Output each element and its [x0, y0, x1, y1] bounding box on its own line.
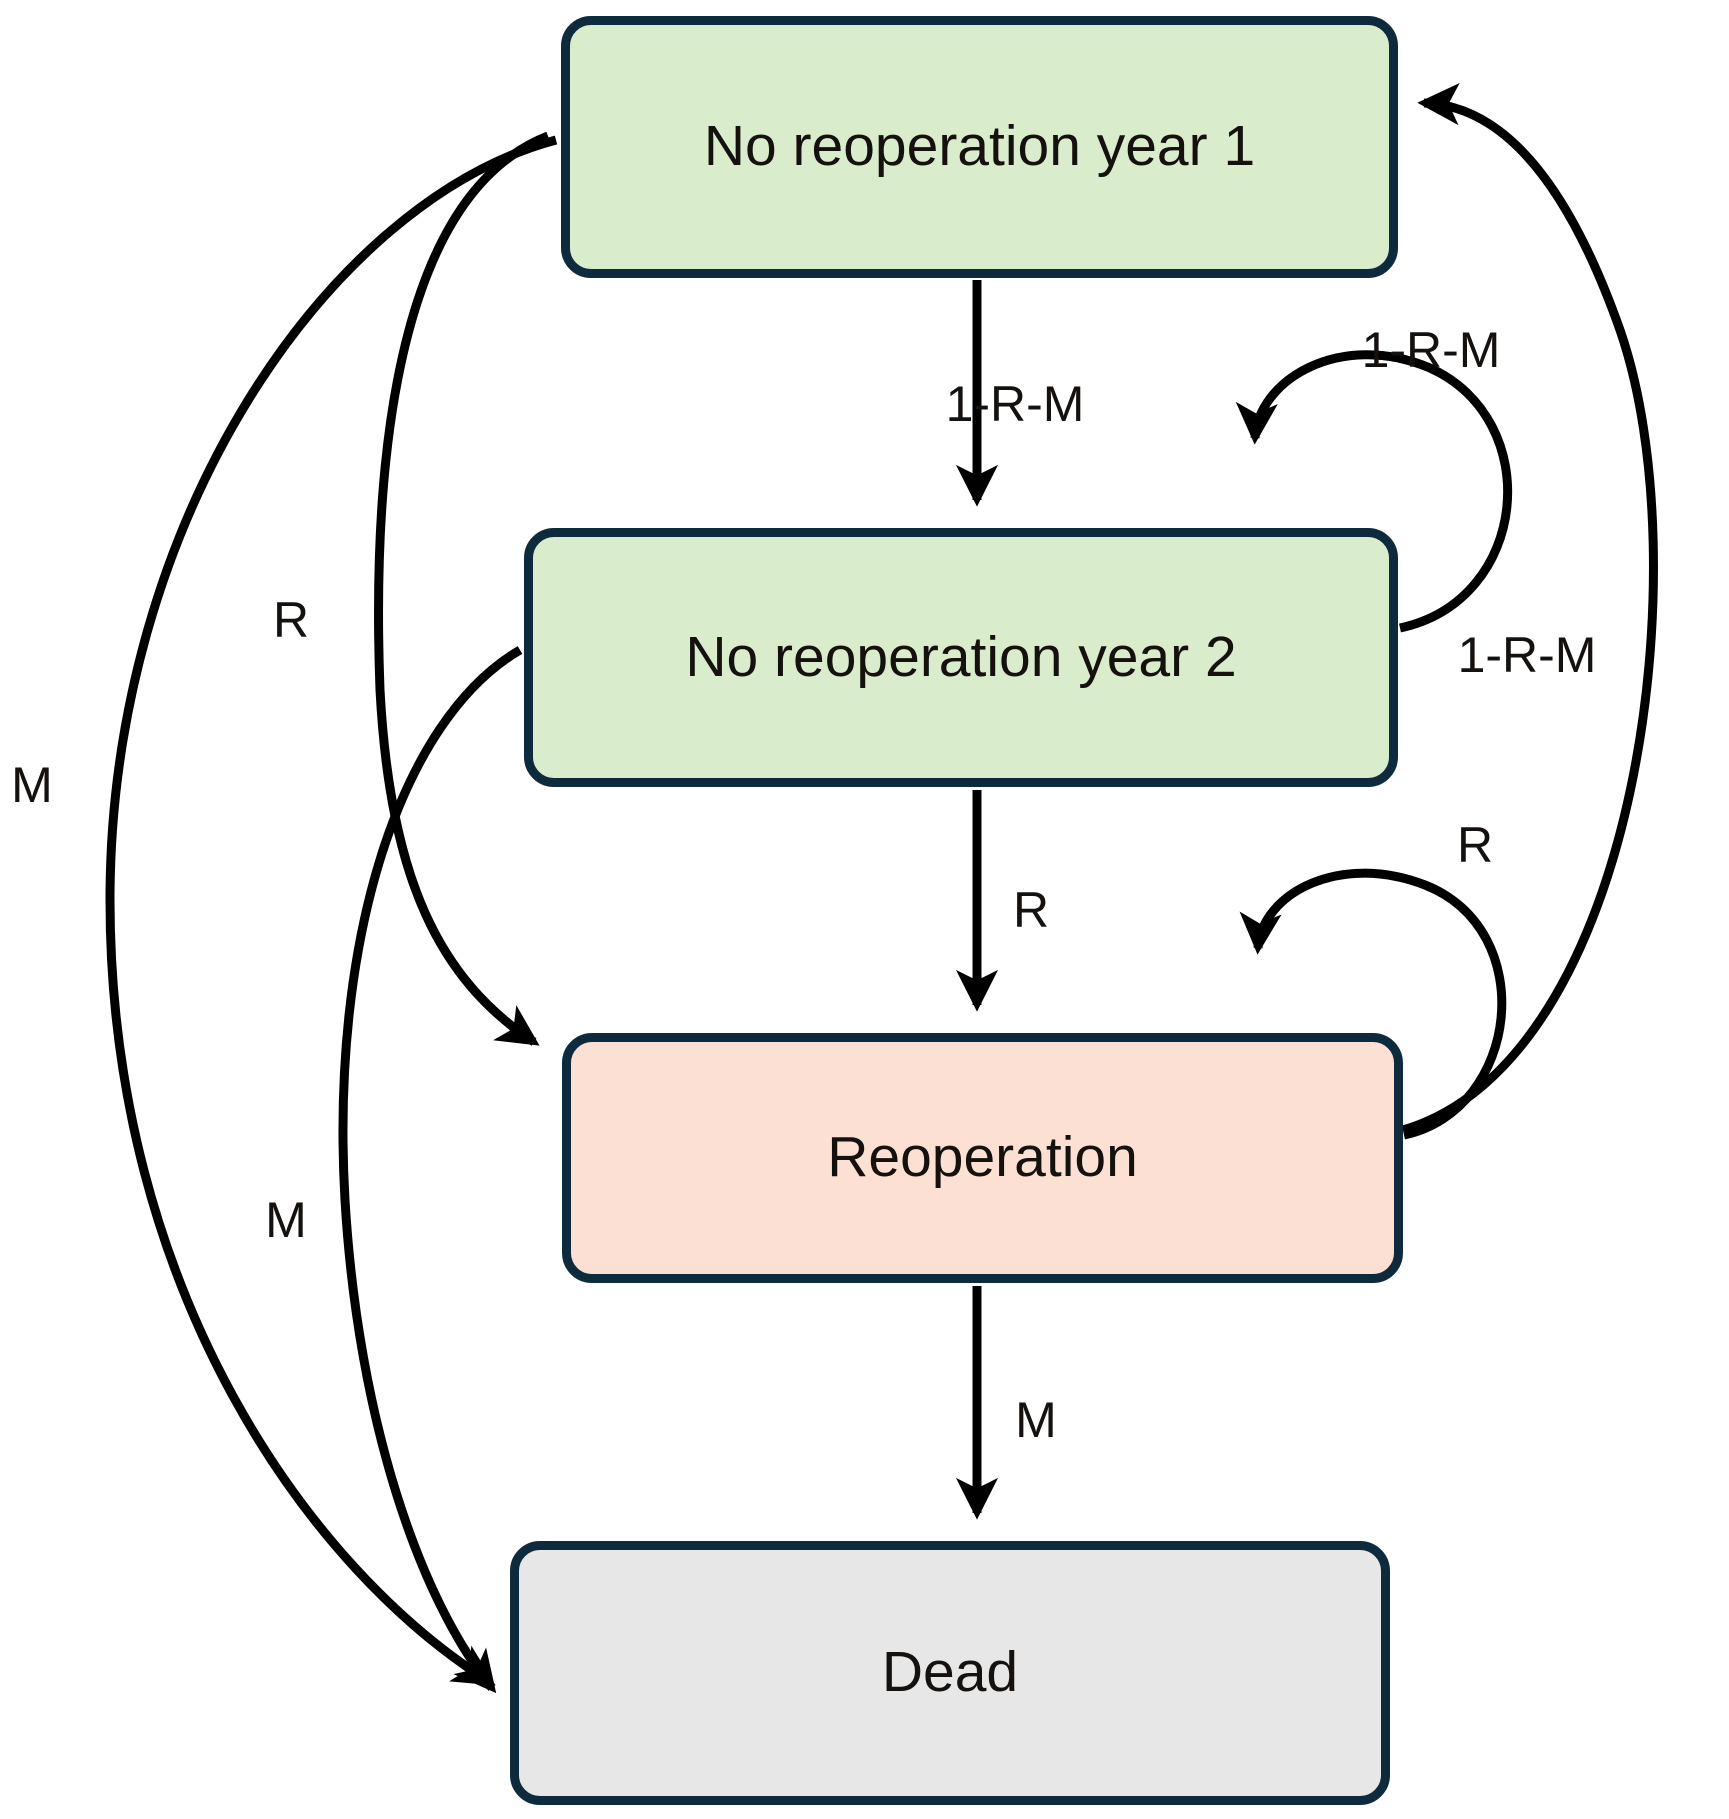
node-no-reoperation-year-2[interactable]: No reoperation year 2: [524, 528, 1398, 787]
edge-y2-self-loop: [1235, 350, 1512, 633]
edge-label-y1-to-y2: 1-R-M: [945, 376, 1085, 432]
edge-label-reop-to-y1: 1-R-M: [1457, 627, 1597, 683]
edge-reop-to-y1: [1401, 83, 1658, 1135]
edge-label-y1-to-dead: M: [11, 757, 53, 813]
edge-label-y2-to-reop: R: [1012, 882, 1050, 938]
node-no-reoperation-year-1[interactable]: No reoperation year 1: [561, 16, 1398, 278]
node-label: No reoperation year 2: [685, 624, 1237, 689]
edge-y1-to-reop: [374, 131, 550, 1046]
node-label: No reoperation year 1: [703, 114, 1256, 179]
edge-y1-to-dead: [105, 135, 558, 1686]
edge-label-reop-to-dead: M: [1015, 1392, 1057, 1448]
edge-y2-to-dead: [338, 646, 523, 1694]
edge-reop-self-loop: [1239, 868, 1507, 1140]
node-dead[interactable]: Dead: [510, 1541, 1390, 1805]
node-label: Reoperation: [827, 1125, 1138, 1190]
edge-label-y1-to-reop: R: [272, 592, 310, 648]
node-label: Dead: [881, 1640, 1019, 1705]
edge-label-y2-self-loop: 1-R-M: [1361, 322, 1501, 378]
edge-label-reop-self-loop: R: [1456, 817, 1494, 873]
edge-label-y2-to-dead: M: [265, 1192, 307, 1248]
node-reoperation[interactable]: Reoperation: [562, 1033, 1403, 1283]
